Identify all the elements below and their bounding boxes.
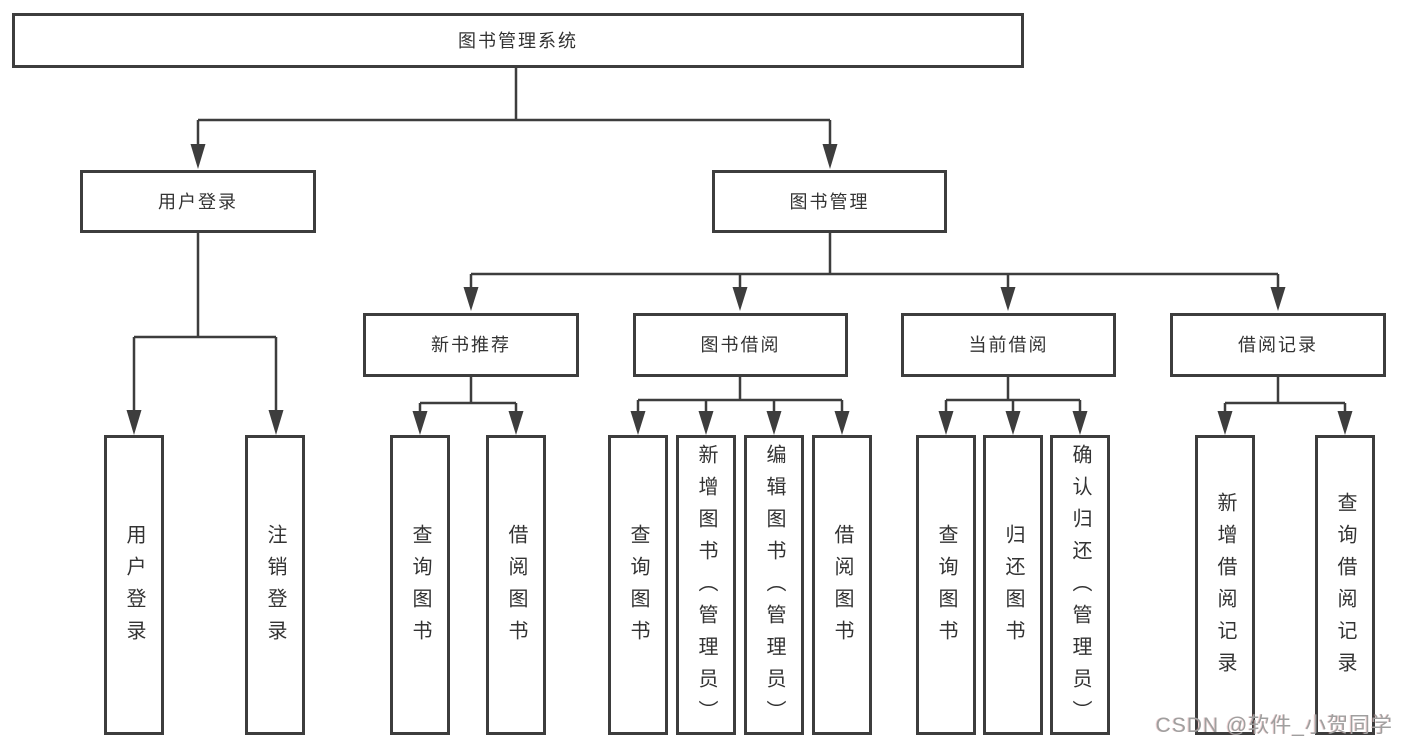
node-borrow-records: 借阅记录 <box>1170 313 1386 377</box>
leaf-current-confirm-return-admin: 确认归还（管理员） <box>1050 435 1110 735</box>
node-user-login: 用户登录 <box>80 170 316 233</box>
node-book-management: 图书管理 <box>712 170 947 233</box>
leaf-records-query-record: 查询借阅记录 <box>1315 435 1375 735</box>
edge-current-to-leaves <box>938 377 1088 435</box>
leaf-borrow-query-book: 查询图书 <box>608 435 668 735</box>
leaf-borrow-add-book-admin: 新增图书（管理员） <box>676 435 736 735</box>
edge-root-to-level2 <box>190 68 838 169</box>
node-book-borrow: 图书借阅 <box>633 313 848 377</box>
leaf-borrow-edit-book-admin: 编辑图书（管理员） <box>744 435 804 735</box>
leaf-recommend-query-book: 查询图书 <box>390 435 450 735</box>
leaf-recommend-borrow-book: 借阅图书 <box>486 435 546 735</box>
edge-login-to-leaves <box>126 233 284 435</box>
node-current-borrow: 当前借阅 <box>901 313 1116 377</box>
leaf-current-return-book: 归还图书 <box>983 435 1043 735</box>
edge-recommend-to-leaves <box>412 377 524 435</box>
edge-management-to-level3 <box>463 233 1286 311</box>
csdn-watermark: CSDN @软件_小贺同学 <box>1155 714 1393 737</box>
edge-borrow-to-leaves <box>630 377 850 435</box>
leaf-logout: 注销登录 <box>245 435 305 735</box>
leaf-user-login: 用户登录 <box>104 435 164 735</box>
leaf-borrow-borrow-book: 借阅图书 <box>812 435 872 735</box>
edge-records-to-leaves <box>1217 377 1353 435</box>
node-new-book-recommend: 新书推荐 <box>363 313 579 377</box>
leaf-current-query-book: 查询图书 <box>916 435 976 735</box>
node-root: 图书管理系统 <box>12 13 1024 68</box>
leaf-records-add-record: 新增借阅记录 <box>1195 435 1255 735</box>
